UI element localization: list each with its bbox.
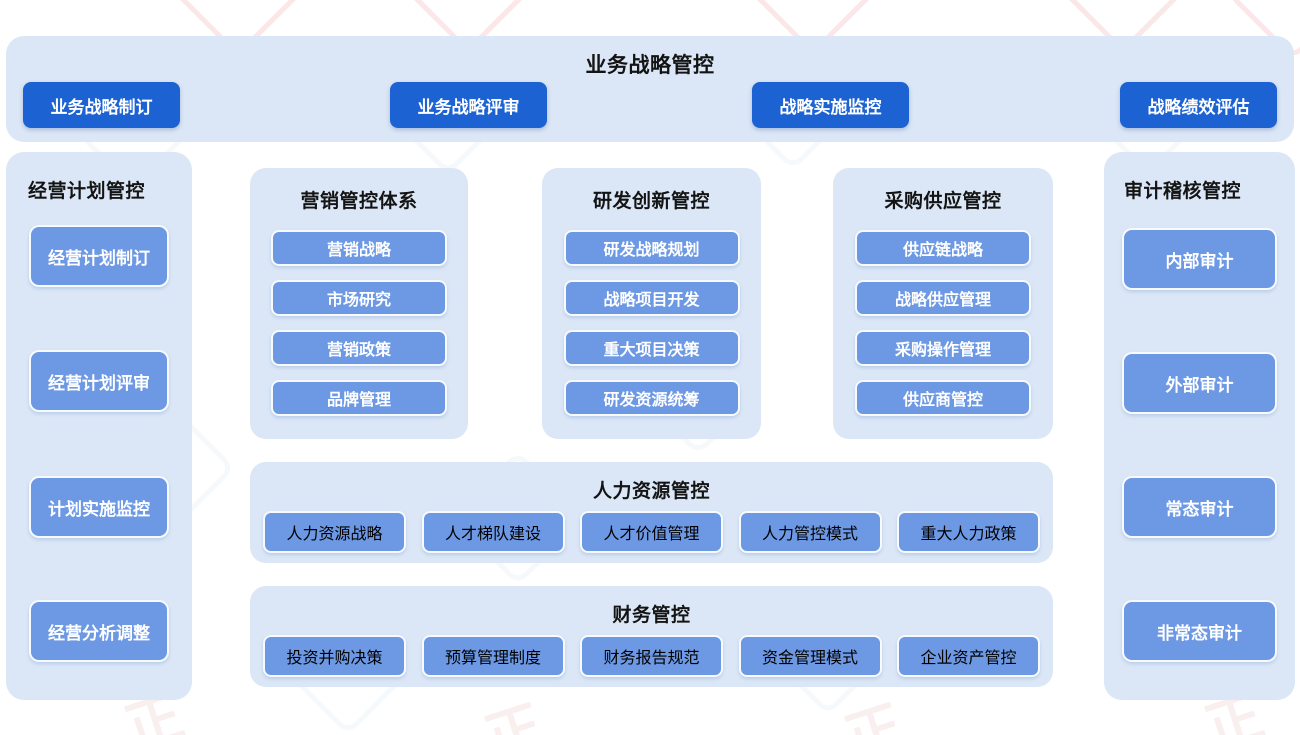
panel-audit-control: 审计稽核管控 内部审计 外部审计 常态审计 非常态审计 bbox=[1104, 152, 1295, 700]
watermark-glyph: 正 bbox=[837, 693, 911, 735]
panel-operating-plan-control: 经营计划管控 经营计划制订 经营计划评审 计划实施监控 经营分析调整 bbox=[6, 152, 192, 700]
hr-buttons-row: 人力资源战略 人才梯队建设 人才价值管理 人力管控模式 重大人力政策 bbox=[250, 511, 1053, 553]
banner-business-strategy: 业务战略管控 业务战略制订 业务战略评审 战略实施监控 战略绩效评估 bbox=[6, 36, 1294, 142]
button-major-hr-policy[interactable]: 重大人力政策 bbox=[897, 511, 1040, 553]
button-major-project-decision[interactable]: 重大项目决策 bbox=[563, 330, 740, 366]
watermark-glyph: 正 bbox=[477, 693, 551, 735]
panel-procurement-supply-control: 采购供应管控 供应链战略 战略供应管理 采购操作管理 供应商管控 bbox=[833, 168, 1053, 439]
button-talent-pipeline[interactable]: 人才梯队建设 bbox=[421, 511, 565, 553]
panel-title: 采购供应管控 bbox=[884, 191, 1002, 212]
button-business-strategy-formulation[interactable]: 业务战略制订 bbox=[23, 82, 180, 128]
button-operating-analysis-adjustment[interactable]: 经营分析调整 bbox=[29, 600, 169, 662]
button-hr-strategy[interactable]: 人力资源战略 bbox=[263, 511, 406, 553]
button-enterprise-asset-control[interactable]: 企业资产管控 bbox=[897, 635, 1040, 677]
panel-finance-control: 财务管控 投资并购决策 预算管理制度 财务报告规范 资金管理模式 企业资产管控 bbox=[250, 586, 1053, 687]
button-marketing-strategy[interactable]: 营销战略 bbox=[271, 230, 447, 266]
button-routine-audit[interactable]: 常态审计 bbox=[1122, 476, 1277, 538]
button-internal-audit[interactable]: 内部审计 bbox=[1122, 228, 1277, 290]
panel-human-resources-control: 人力资源管控 人力资源战略 人才梯队建设 人才价值管理 人力管控模式 重大人力政… bbox=[250, 462, 1053, 563]
button-procurement-operation-management[interactable]: 采购操作管理 bbox=[855, 330, 1031, 366]
button-budget-management-system[interactable]: 预算管理制度 bbox=[421, 635, 565, 677]
button-supply-chain-strategy[interactable]: 供应链战略 bbox=[855, 230, 1031, 266]
button-business-strategy-review[interactable]: 业务战略评审 bbox=[390, 82, 547, 128]
button-investment-ma-decision[interactable]: 投资并购决策 bbox=[263, 635, 406, 677]
panel-title: 营销管控体系 bbox=[300, 191, 418, 212]
button-strategic-supply-management[interactable]: 战略供应管理 bbox=[855, 280, 1031, 316]
button-brand-management[interactable]: 品牌管理 bbox=[271, 380, 447, 416]
button-strategy-implementation-monitoring[interactable]: 战略实施监控 bbox=[752, 82, 909, 128]
button-non-routine-audit[interactable]: 非常态审计 bbox=[1122, 600, 1277, 662]
panel-title: 研发创新管控 bbox=[592, 191, 710, 212]
button-operating-plan-formulation[interactable]: 经营计划制订 bbox=[29, 225, 169, 287]
panel-title: 经营计划管控 bbox=[28, 181, 146, 202]
button-plan-implementation-monitoring[interactable]: 计划实施监控 bbox=[29, 476, 169, 538]
button-financial-reporting-standards[interactable]: 财务报告规范 bbox=[580, 635, 723, 677]
button-rnd-resource-coordination[interactable]: 研发资源统筹 bbox=[563, 380, 740, 416]
finance-buttons-row: 投资并购决策 预算管理制度 财务报告规范 资金管理模式 企业资产管控 bbox=[250, 635, 1053, 677]
panel-marketing-control: 营销管控体系 营销战略 市场研究 营销政策 品牌管理 bbox=[250, 168, 468, 439]
button-capital-management-model[interactable]: 资金管理模式 bbox=[738, 635, 882, 677]
button-strategy-performance-evaluation[interactable]: 战略绩效评估 bbox=[1120, 82, 1277, 128]
button-hr-control-model[interactable]: 人力管控模式 bbox=[738, 511, 882, 553]
panel-title: 审计稽核管控 bbox=[1124, 181, 1242, 202]
panel-title: 财务管控 bbox=[612, 605, 691, 626]
panel-rnd-innovation-control: 研发创新管控 研发战略规划 战略项目开发 重大项目决策 研发资源统筹 bbox=[542, 168, 761, 439]
banner-title: 业务战略管控 bbox=[585, 54, 715, 77]
button-market-research[interactable]: 市场研究 bbox=[271, 280, 447, 316]
button-marketing-policy[interactable]: 营销政策 bbox=[271, 330, 447, 366]
button-external-audit[interactable]: 外部审计 bbox=[1122, 352, 1277, 414]
button-strategic-project-development[interactable]: 战略项目开发 bbox=[563, 280, 740, 316]
button-operating-plan-review[interactable]: 经营计划评审 bbox=[29, 350, 169, 412]
panel-title: 人力资源管控 bbox=[592, 481, 710, 502]
button-supplier-control[interactable]: 供应商管控 bbox=[855, 380, 1031, 416]
button-talent-value-management[interactable]: 人才价值管理 bbox=[580, 511, 723, 553]
button-rnd-strategy-planning[interactable]: 研发战略规划 bbox=[563, 230, 740, 266]
